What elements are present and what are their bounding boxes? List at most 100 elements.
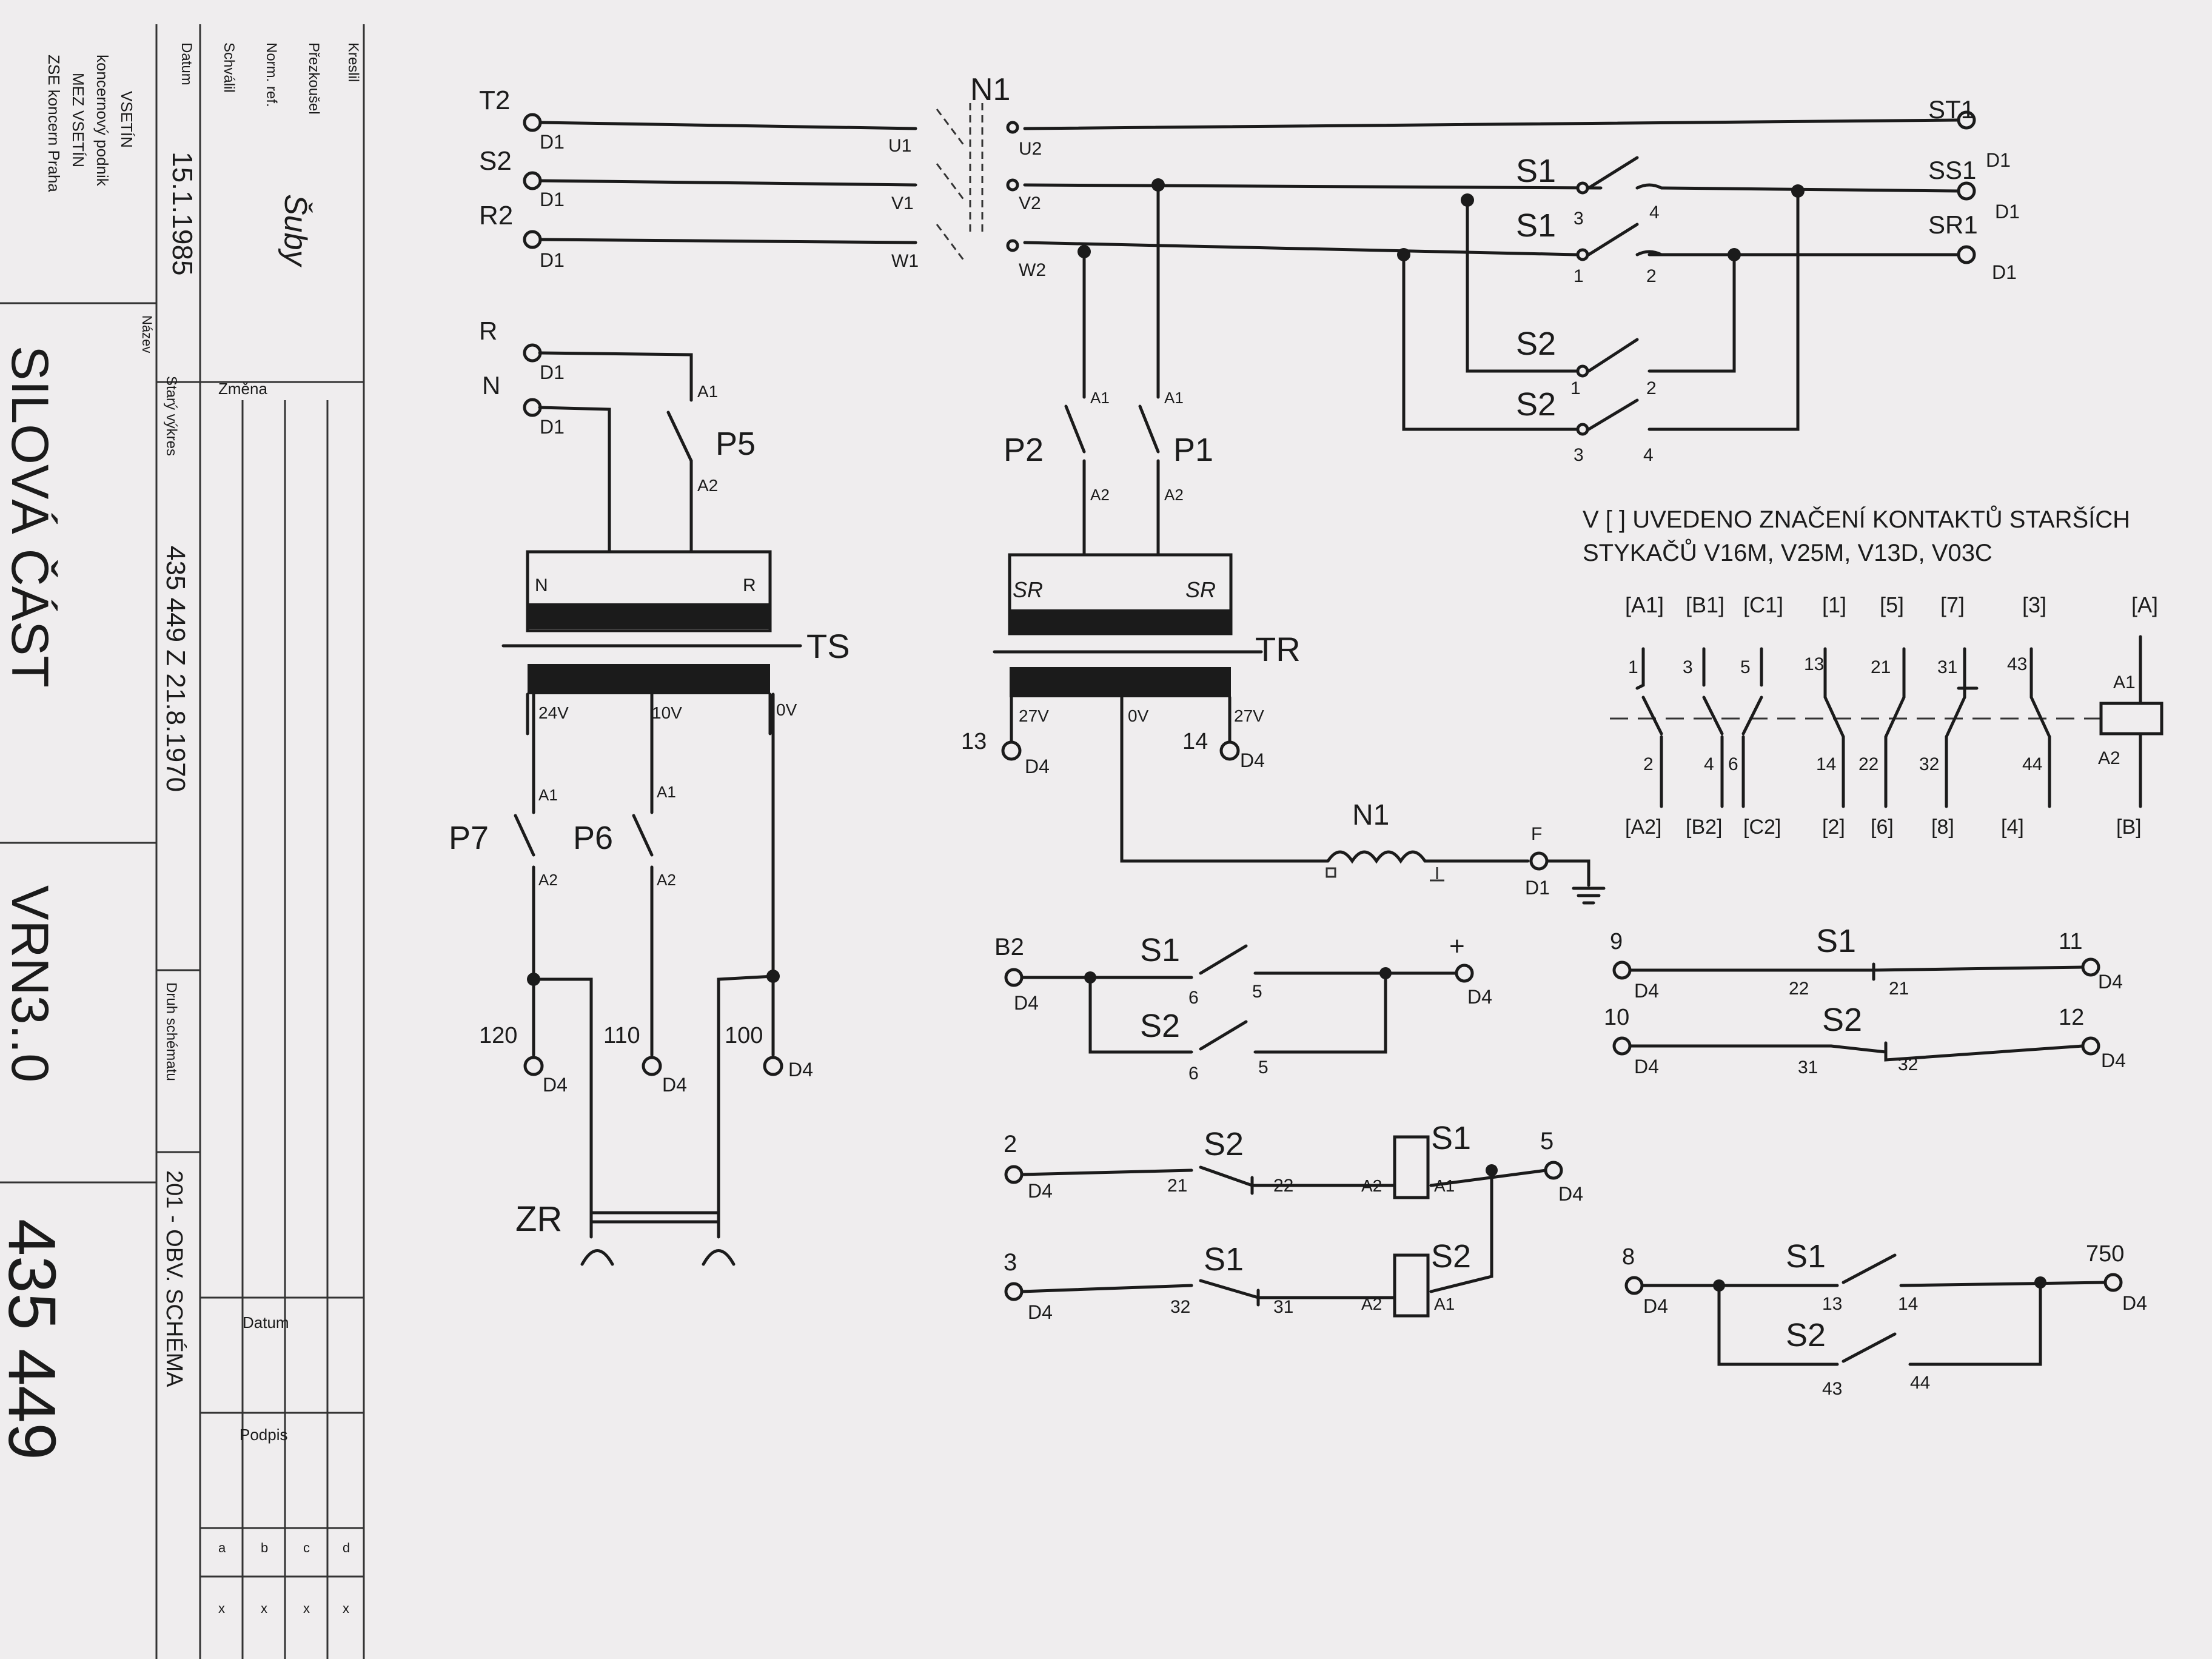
ctrl-a2-a: A2 [1361,1176,1382,1195]
ctrl-b2-d4: D4 [1014,992,1039,1014]
label-p5-a2: A2 [697,476,718,495]
change-col-d: d [343,1540,350,1555]
label-out-d1-a: D1 [1986,149,2011,171]
label-ts-n: N [535,575,548,595]
label-F: F [1531,824,1542,844]
legend-bracket-top-2: [B1] [1686,592,1724,617]
label-p6-a1: A1 [657,783,676,801]
name-label: Název [139,315,155,353]
ctrl-s1-a: S1 [1140,932,1180,968]
org-line-2: MEZ VSETÍN [69,73,87,167]
ctrl-t5: 5 [1540,1128,1553,1155]
label-p7-a1: A1 [538,786,558,804]
field-prezkousel: Přezkoušel [306,42,322,115]
ctrl-c21-b: 21 [1889,979,1909,999]
ctrl-t2-d4: D4 [1028,1180,1053,1202]
label-U1: U1 [888,136,911,156]
legend-bracket-top-4: [1] [1822,592,1846,617]
ctrl-c31: 31 [1273,1297,1293,1317]
ctrl-c13: 13 [1822,1294,1842,1314]
label-R2: R2 [479,201,513,230]
ctrl-i12-d4: D4 [2101,1050,2126,1071]
label-tr-sr-right: SR [1185,577,1216,602]
change-col-c: c [303,1540,310,1555]
change-header: Změna [218,380,267,398]
ts-out-110: 110 [603,1023,640,1048]
label-p5-a1: A1 [697,382,718,401]
ctrl-plus: + [1449,931,1465,961]
label-p1-a2: A2 [1164,486,1184,504]
device-type: VRN3..0 [1,885,59,1082]
change-mark-c: x [303,1601,310,1616]
legend-bracket-top-5: [5] [1880,592,1904,617]
legend-bracket-bottom-6: [8] [1931,816,1954,839]
ctrl-s2-coil: S2 [1431,1238,1471,1275]
signature: Šuby [278,194,313,268]
ctrl-i8: 8 [1622,1244,1635,1270]
ctrl-c22-b: 22 [1789,979,1809,999]
note-line-1: V [ ] UVEDENO ZNAČENÍ KONTAKTŮ STARŠÍCH [1583,504,2130,533]
legend-num-bottom-2: 4 [1704,754,1714,774]
legend-num-top-6: 31 [1937,657,1957,677]
ctrl-s1-b: S1 [1204,1241,1244,1278]
ctrl-c32: 32 [1170,1297,1190,1317]
ctrl-s2-d: S2 [1786,1317,1826,1353]
legend-num-top-8: A1 [2113,672,2136,692]
ctrl-six-a: 6 [1188,988,1199,1008]
ctrl-i9-d4: D4 [1634,980,1659,1002]
legend-num-bottom-5: 22 [1858,754,1879,774]
label-p6-a2: A2 [657,871,676,889]
date-value: 15.1.1985 [167,152,198,276]
label-tr-sr-left: SR [1013,577,1043,602]
org-line-3: koncernový podnik [93,55,112,187]
legend-num-bottom-4: 14 [1816,754,1836,774]
ctrl-c32-b: 32 [1898,1054,1918,1074]
label-N1-coil: N1 [1352,799,1389,831]
field-schvalil: Schválil [221,42,237,93]
legend-bracket-bottom-3: [C2] [1743,816,1781,839]
change-mark-b: x [261,1601,267,1616]
label-T2: T2 [479,85,510,115]
drawing-number: 435 449 [0,1219,69,1460]
note-line-2: STYKAČŮ V16M, V25M, V13D, V03C [1583,538,1992,566]
tr-out-d4-b: D4 [1240,749,1265,771]
label-p1-a1: A1 [1164,389,1184,407]
ctrl-c31-b: 31 [1798,1057,1818,1078]
label-out-d1-b: D1 [1995,201,2020,223]
ts-out-d4-c: D4 [788,1059,813,1081]
ts-tap-10v: 10V [652,703,682,722]
legend-num-bottom-8: A2 [2098,748,2120,768]
ctrl-t3: 3 [1004,1249,1017,1276]
legend-bracket-bottom-7: [4] [2001,816,2024,839]
ctrl-s1-d: S1 [1786,1238,1826,1275]
label-p2-a2: A2 [1090,486,1110,504]
ctrl-c14: 14 [1898,1294,1918,1314]
ctrl-c44: 44 [1910,1373,1930,1393]
field-kreslil: Kreslil [345,42,361,82]
legend-bracket-bottom-5: [6] [1871,816,1894,839]
ts-out-100: 100 [725,1023,763,1048]
tr-out-13: 13 [961,729,987,754]
ctrl-s1-coil: S1 [1431,1120,1471,1156]
label-P1: P1 [1173,432,1213,468]
title-block: ZSE koncern Praha MEZ VSETÍN koncernový … [0,24,365,1659]
mc-s2b-b: 4 [1643,445,1654,465]
ts-tap-0v: 0V [776,700,797,719]
label-V1: V1 [891,193,914,213]
col-date: Datum [243,1313,289,1332]
label-d1-b: D1 [540,189,565,210]
label-TS: TS [806,627,850,665]
org-line-1: ZSE koncern Praha [45,55,63,192]
mc-s1t-a: 3 [1574,209,1584,229]
label-out-d1-c: D1 [1992,261,2017,283]
legend-num-bottom-6: 32 [1919,754,1939,774]
control-circuits: B2 D4 + D4 S1 S2 6 6 5 5 2 D4 S2 21 22 A… [994,923,2147,1399]
ts-out-d4-a: D4 [543,1074,568,1096]
tr-tap-27v-right: 27V [1234,706,1264,725]
legend-num-top-5: 21 [1871,657,1891,677]
scheme-type-value: 201 - OBV. SCHÉMA [161,1170,187,1387]
label-U2: U2 [1019,139,1042,159]
legend-bracket-top-7: [3] [2022,592,2046,617]
legend-bracket-top-6: [7] [1940,592,1965,617]
org-line-4: VSETÍN [118,91,136,148]
